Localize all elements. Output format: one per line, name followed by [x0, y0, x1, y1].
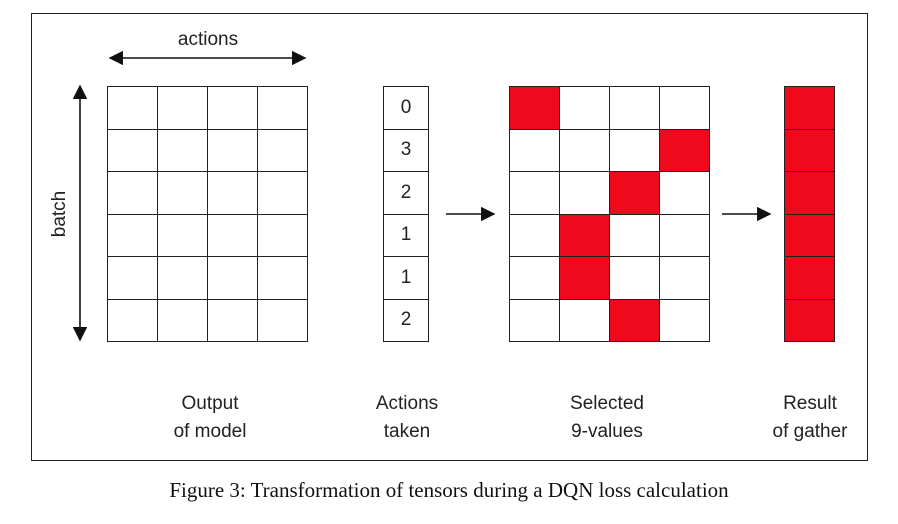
output-cell: [108, 214, 158, 257]
output-cell: [158, 129, 208, 172]
output-cell: [258, 257, 308, 300]
selected-cell: [660, 87, 710, 130]
selected-cell: [560, 299, 610, 342]
selected-label: Selected 9-values: [547, 390, 667, 446]
selected-cell: [610, 214, 660, 257]
selected-values-matrix: [509, 86, 710, 342]
output-cell: [108, 257, 158, 300]
output-cell: [158, 172, 208, 215]
output-cell: [158, 257, 208, 300]
result-cell: [785, 299, 835, 342]
selected-cell: [660, 299, 710, 342]
result-column: [784, 86, 835, 342]
output-cell: [208, 214, 258, 257]
action-cell: 3: [384, 129, 429, 172]
output-cell: [108, 172, 158, 215]
result-cell: [785, 257, 835, 300]
action-cell: 2: [384, 172, 429, 215]
actions-label: Actions taken: [347, 390, 467, 446]
selected-cell: [510, 129, 560, 172]
output-cell: [158, 87, 208, 130]
action-cell: 0: [384, 87, 429, 130]
output-cell: [108, 129, 158, 172]
selected-cell: [510, 299, 560, 342]
selected-cell: [560, 87, 610, 130]
output-cell: [258, 87, 308, 130]
selected-label-line1: Selected: [570, 393, 644, 414]
selected-cell: [660, 172, 710, 215]
result-cell: [785, 87, 835, 130]
output-matrix: [107, 86, 308, 342]
selected-cell: [610, 129, 660, 172]
action-cell: 1: [384, 214, 429, 257]
output-cell: [258, 172, 308, 215]
result-label-line1: Result: [783, 393, 837, 414]
diagram-frame: [31, 13, 868, 461]
selected-cell: [560, 129, 610, 172]
action-cell: 2: [384, 299, 429, 342]
output-cell: [258, 129, 308, 172]
output-cell: [258, 214, 308, 257]
output-label: Output of model: [150, 390, 270, 446]
output-label-line1: Output: [181, 393, 239, 414]
selected-cell-highlighted: [610, 299, 660, 342]
output-cell: [208, 299, 258, 342]
selected-cell: [610, 87, 660, 130]
output-cell: [258, 299, 308, 342]
output-cell: [208, 87, 258, 130]
selected-cell-highlighted: [560, 214, 610, 257]
selected-cell: [510, 257, 560, 300]
actions-label-line2: taken: [383, 421, 431, 442]
selected-cell-highlighted: [660, 129, 710, 172]
output-cell: [158, 299, 208, 342]
output-cell: [208, 172, 258, 215]
actions-axis-label: actions: [177, 29, 239, 50]
result-cell: [785, 129, 835, 172]
selected-cell: [660, 257, 710, 300]
selected-cell: [610, 257, 660, 300]
output-cell: [208, 129, 258, 172]
output-cell: [158, 214, 208, 257]
result-label-line2: of gather: [772, 421, 848, 442]
selected-cell-highlighted: [560, 257, 610, 300]
output-label-line2: of model: [173, 421, 247, 442]
output-cell: [108, 87, 158, 130]
selected-label-line2: 9-values: [571, 421, 643, 442]
selected-cell: [560, 172, 610, 215]
output-cell: [208, 257, 258, 300]
actions-label-line1: Actions: [375, 393, 439, 414]
result-cell: [785, 214, 835, 257]
figure-caption: Figure 3: Transformation of tensors duri…: [169, 478, 729, 502]
selected-cell: [510, 172, 560, 215]
selected-cell-highlighted: [510, 87, 560, 130]
result-label: Result of gather: [750, 390, 870, 446]
selected-cell: [510, 214, 560, 257]
selected-cell-highlighted: [610, 172, 660, 215]
result-cell: [785, 172, 835, 215]
selected-cell: [660, 214, 710, 257]
output-cell: [108, 299, 158, 342]
action-cell: 1: [384, 257, 429, 300]
batch-axis-label: batch: [49, 190, 70, 238]
